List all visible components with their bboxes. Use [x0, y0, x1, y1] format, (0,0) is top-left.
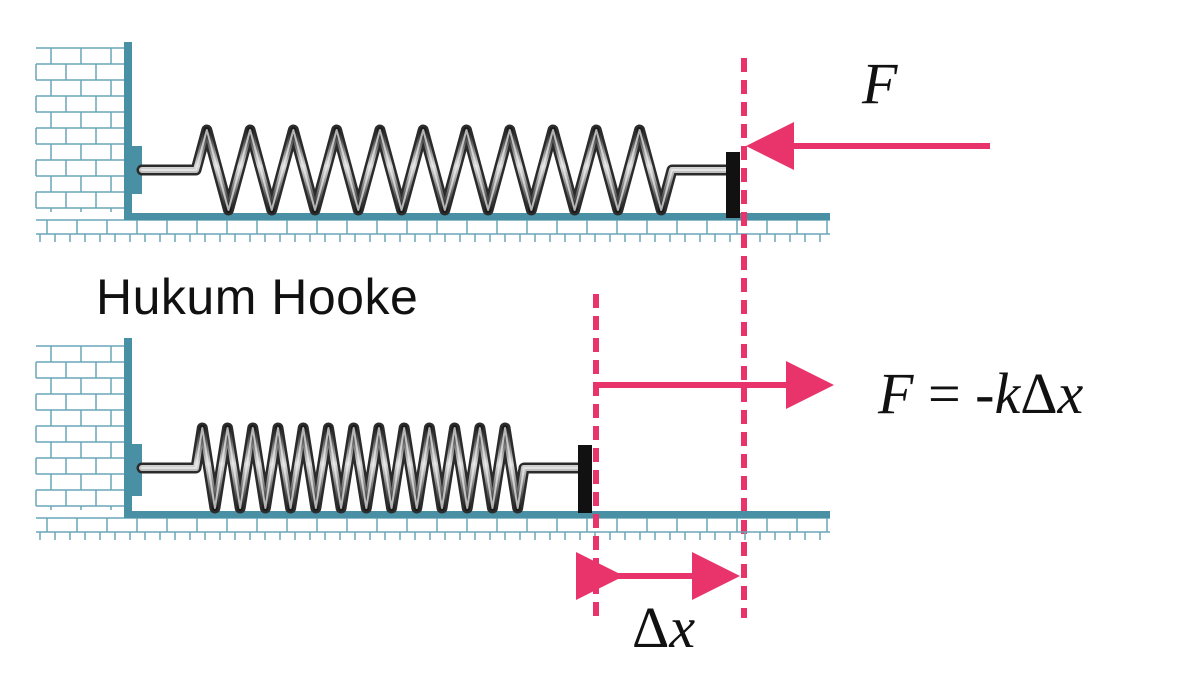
- equation-delta: Δ: [1020, 361, 1058, 426]
- coil-spring-icon: [136, 124, 732, 216]
- floor-line: [124, 511, 830, 518]
- equation-x: x: [1057, 361, 1084, 426]
- displacement-x: x: [669, 595, 696, 660]
- mass-block: [578, 445, 592, 513]
- diagram-title: Hukum Hooke: [96, 269, 419, 325]
- floor-hatch: [36, 219, 830, 242]
- bottom-panel: [35, 294, 834, 618]
- displacement-label: Δx: [632, 594, 695, 661]
- brick-wall-icon: [35, 345, 124, 510]
- hooke-equation: F = -kΔx: [878, 360, 1083, 427]
- equation-minus: -: [975, 361, 995, 426]
- floor-line: [124, 213, 830, 220]
- floor-hatch: [36, 517, 830, 540]
- coil-spring-icon: [136, 422, 584, 514]
- wall-post: [124, 42, 132, 220]
- equation-k: k: [994, 361, 1021, 426]
- displacement-delta: Δ: [632, 595, 670, 660]
- wall-post: [124, 338, 132, 518]
- top-panel: [35, 42, 990, 618]
- force-label: F: [862, 51, 898, 116]
- equation-equals: =: [913, 361, 976, 426]
- brick-wall-icon: [35, 47, 124, 212]
- mass-block: [726, 152, 740, 218]
- equation-force: F: [878, 361, 914, 426]
